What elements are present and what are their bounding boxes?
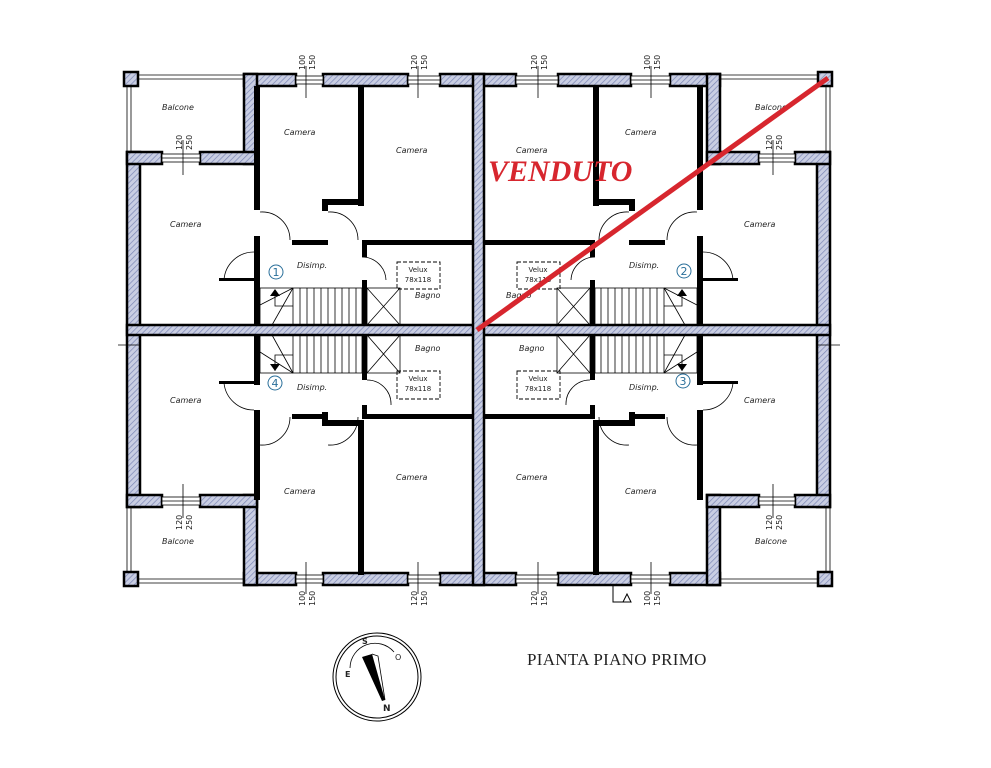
room-label-camera: Camera xyxy=(516,473,547,482)
svg-text:100: 100 xyxy=(643,55,652,70)
velux-size: 78x118 xyxy=(405,276,431,284)
svg-text:VENDUTO: VENDUTO xyxy=(488,155,632,188)
room-label-camera: Camera xyxy=(744,396,775,405)
svg-text:150: 150 xyxy=(308,55,317,70)
velux-size: 78x118 xyxy=(405,385,431,393)
stair-direction-arrows xyxy=(270,289,687,371)
window-axis-ticks xyxy=(118,66,840,594)
window-dimensions: 100 150 120 150 120 150 100 150 120 250 … xyxy=(175,55,784,606)
unit-number-1: 1 xyxy=(273,266,280,279)
room-label-balcone-tr: Balcone xyxy=(755,103,787,112)
balcony-railings xyxy=(126,74,831,584)
room-label-disimp: Disimp. xyxy=(629,383,659,392)
sold-stamp: VENDUTO xyxy=(475,75,830,333)
svg-text:150: 150 xyxy=(653,55,662,70)
unit-markers: 1 2 3 4 xyxy=(267,263,692,391)
velux-label: Velux xyxy=(528,375,547,383)
svg-text:150: 150 xyxy=(540,55,549,70)
svg-text:150: 150 xyxy=(420,591,429,606)
svg-text:120: 120 xyxy=(765,135,774,150)
room-label-camera: Camera xyxy=(396,473,427,482)
svg-text:120: 120 xyxy=(765,515,774,530)
svg-text:120: 120 xyxy=(410,591,419,606)
unit-number-2: 2 xyxy=(681,265,688,278)
svg-text:250: 250 xyxy=(775,135,784,150)
svg-text:N: N xyxy=(383,704,391,714)
svg-text:150: 150 xyxy=(420,55,429,70)
velux-labels: Velux 78x118 Velux 78x118 Velux 78x118 V… xyxy=(405,266,551,393)
room-label-disimp: Disimp. xyxy=(629,261,659,270)
svg-text:150: 150 xyxy=(653,591,662,606)
svg-text:O: O xyxy=(395,653,401,662)
room-label-bagno: Bagno xyxy=(506,291,532,300)
svg-text:100: 100 xyxy=(643,591,652,606)
svg-text:150: 150 xyxy=(308,591,317,606)
velux-skylights xyxy=(396,261,561,400)
drawing-title: PIANTA PIANO PRIMO xyxy=(527,650,707,669)
room-label-camera: Camera xyxy=(170,396,201,405)
velux-size: 78x118 xyxy=(525,276,551,284)
velux-size: 78x118 xyxy=(525,385,551,393)
room-label-camera: Camera xyxy=(625,487,656,496)
svg-text:150: 150 xyxy=(540,591,549,606)
svg-text:250: 250 xyxy=(775,515,784,530)
svg-text:120: 120 xyxy=(175,135,184,150)
svg-text:S: S xyxy=(362,637,368,646)
room-label-disimp: Disimp. xyxy=(297,261,327,270)
room-label-balcone-br: Balcone xyxy=(755,537,787,546)
svg-text:E: E xyxy=(345,670,350,679)
velux-label: Velux xyxy=(408,266,427,274)
svg-text:250: 250 xyxy=(185,135,194,150)
room-label-balcone-tl: Balcone xyxy=(162,103,194,112)
room-labels: Balcone Camera Camera Camera Camera Came… xyxy=(162,103,787,546)
room-label-camera: Camera xyxy=(744,220,775,229)
windows xyxy=(161,75,796,584)
door-swings xyxy=(223,211,734,446)
room-label-camera: Camera xyxy=(396,146,427,155)
svg-text:250: 250 xyxy=(185,515,194,530)
room-label-bagno: Bagno xyxy=(415,344,441,353)
interior-partitions xyxy=(219,86,738,575)
north-compass-icon: S O E N xyxy=(332,632,422,722)
staircases xyxy=(259,287,698,374)
room-label-camera: Camera xyxy=(284,487,315,496)
room-label-camera: Camera xyxy=(516,146,547,155)
room-label-bagno: Bagno xyxy=(519,344,545,353)
unit-number-4: 4 xyxy=(272,377,279,390)
svg-text:120: 120 xyxy=(530,55,539,70)
room-label-disimp: Disimp. xyxy=(297,383,327,392)
svg-text:120: 120 xyxy=(530,591,539,606)
velux-label: Velux xyxy=(408,375,427,383)
room-label-camera: Camera xyxy=(625,128,656,137)
svg-text:100: 100 xyxy=(298,55,307,70)
svg-text:120: 120 xyxy=(410,55,419,70)
room-label-balcone-bl: Balcone xyxy=(162,537,194,546)
velux-label: Velux xyxy=(528,266,547,274)
room-label-camera: Camera xyxy=(284,128,315,137)
svg-text:100: 100 xyxy=(298,591,307,606)
room-label-camera: Camera xyxy=(170,220,201,229)
room-label-bagno: Bagno xyxy=(415,291,441,300)
svg-text:120: 120 xyxy=(175,515,184,530)
section-marker xyxy=(612,585,632,603)
unit-number-3: 3 xyxy=(680,375,687,388)
